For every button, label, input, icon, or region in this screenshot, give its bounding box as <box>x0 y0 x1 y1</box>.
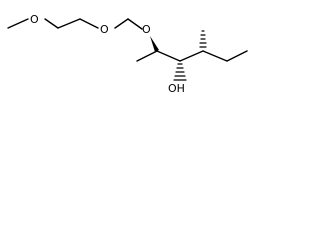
chemical-structure-canvas: O O O OH <box>0 0 269 119</box>
bond-methyl-to-o <box>7 18 29 29</box>
structure-diagram: O O O OH <box>7 13 248 95</box>
atom-label-o-ether-2: O <box>142 23 151 36</box>
bond-o-to-methylene <box>114 18 129 29</box>
atom-label-hydroxyl: OH <box>168 82 185 95</box>
bond-c3-to-c4 <box>179 50 204 62</box>
bond-ch2-a-to-ch2-b <box>57 18 81 29</box>
bond-o-to-ch2-a <box>44 18 59 29</box>
bond-c2-to-c3 <box>156 50 181 62</box>
bond-c5-to-c6 <box>226 50 248 62</box>
hashed-bond-c3-to-oh <box>173 63 187 81</box>
bond-c4-to-c5 <box>202 50 228 62</box>
bond-ch2-b-to-o <box>79 18 99 29</box>
bond-c2-to-methyl <box>136 50 158 62</box>
hashed-bond-c4-to-methyl <box>199 30 207 48</box>
atom-label-o-methoxy: O <box>30 13 39 26</box>
bond-methylene-to-o <box>127 18 143 30</box>
atom-label-o-ether-1: O <box>100 23 109 36</box>
wedge-bond-o-to-c2 <box>150 36 159 52</box>
